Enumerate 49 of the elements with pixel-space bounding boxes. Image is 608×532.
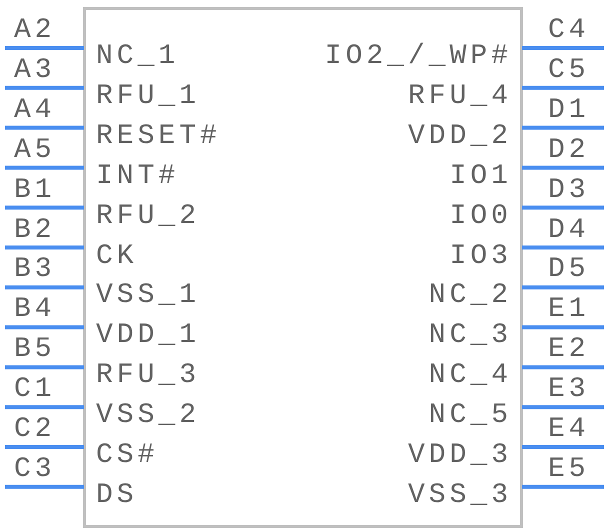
- pin-number: C4: [548, 17, 590, 45]
- pin-number: C3: [14, 456, 56, 484]
- pin-name: RFU_1: [96, 82, 200, 111]
- pin-number: B1: [14, 176, 56, 205]
- pin-name: RFU_2: [96, 202, 200, 231]
- pin-number: A3: [14, 56, 56, 85]
- pin-name: IO1: [450, 162, 512, 191]
- pin-name: CS#: [96, 442, 158, 470]
- pin-number: E2: [548, 336, 590, 364]
- pin-name: NC_1: [96, 43, 180, 71]
- pin-number: B5: [14, 336, 56, 364]
- pin-number: D3: [548, 176, 590, 205]
- pin-name: INT#: [96, 162, 180, 191]
- pin-number: D5: [548, 256, 590, 284]
- pin-name: IO3: [450, 242, 512, 270]
- pin-number: C5: [548, 56, 590, 85]
- pin-number: B2: [14, 216, 56, 244]
- pin-number: E4: [548, 416, 590, 444]
- pin-number: B3: [14, 256, 56, 284]
- pin-number: D1: [548, 96, 590, 125]
- pin-name: NC_5: [428, 402, 512, 430]
- pin-number: B4: [14, 296, 56, 324]
- pin-name: NC_4: [428, 362, 512, 390]
- pin-number: E1: [548, 296, 590, 324]
- pin-number: D4: [548, 216, 590, 244]
- pin-name: VDD_1: [96, 322, 200, 350]
- pin-number: E3: [548, 376, 590, 404]
- pin-name: VSS_1: [96, 282, 200, 310]
- pin-name: IO0: [450, 202, 512, 231]
- pin-number: D2: [548, 136, 590, 165]
- pin-number: A5: [14, 136, 56, 165]
- pin-name: VDD_3: [408, 442, 512, 470]
- pin-name: IO2_/_WP#: [324, 43, 512, 71]
- chip-body: [83, 7, 523, 528]
- pin-name: CK: [96, 242, 138, 270]
- pin-name: RFU_3: [96, 362, 200, 390]
- pin-number: C1: [14, 376, 56, 404]
- pin-name: NC_3: [428, 322, 512, 350]
- pin-name: RESET#: [96, 122, 221, 151]
- pin-number: A4: [14, 96, 56, 125]
- pin-name: DS: [96, 482, 138, 510]
- pin-number: A2: [14, 17, 56, 45]
- pin-number: E5: [548, 456, 590, 484]
- pin-name: VSS_3: [408, 482, 512, 510]
- pin-name: NC_2: [428, 282, 512, 310]
- pin-name: RFU_4: [408, 82, 512, 111]
- pin-number: C2: [14, 416, 56, 444]
- pin-name: VSS_2: [96, 402, 200, 430]
- pin-name: VDD_2: [408, 122, 512, 151]
